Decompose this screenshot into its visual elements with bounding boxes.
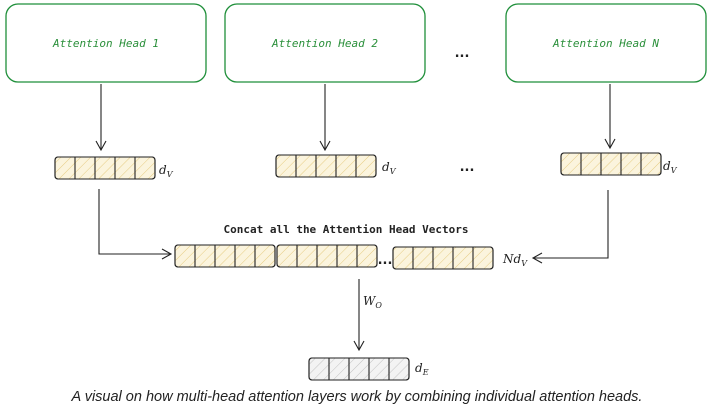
output-dim-sub: E [422,368,429,377]
output-dim-label: dE [415,361,429,377]
output-vector [308,357,410,381]
head-2-dim-label: dV [382,160,397,176]
concat-vector: ... [174,244,494,270]
head-1-dim-sub: V [167,170,174,179]
concat-label: Concat all the Attention Head Vectors [223,223,468,236]
head-2-output-vector [275,154,377,178]
heads-ellipsis: ... [455,46,470,61]
head-1-output-vector [54,156,156,180]
concat-dim-label: NdV [502,252,528,268]
head-2-dim-base: d [382,160,390,174]
concat-ellipsis: ... [378,253,393,268]
weight-label: WO [363,294,382,310]
head-n-dim-label: dV [663,159,678,175]
attention-head-n-label: Attention Head N [552,37,659,50]
arrow-vector1-to-concat [98,189,173,260]
figure-caption: A visual on how multi-head attention lay… [71,389,643,405]
concat-segment-n [392,246,494,270]
head-n-dim-base: d [663,159,671,173]
weight-base: W [363,294,377,308]
attention-head-2: Attention Head 2 [224,3,426,83]
concat-dim-base: d [514,252,522,266]
output-dim-base: d [415,361,423,375]
attention-head-n: Attention Head N [505,3,707,83]
vectors-ellipsis: ... [460,160,475,175]
concat-dim-sub: V [521,259,528,268]
head-n-dim-sub: V [671,166,678,175]
head-2-dim-sub: V [390,167,397,176]
attention-head-1-label: Attention Head 1 [52,37,159,50]
concat-segment-1 [174,244,276,268]
attention-head-1: Attention Head 1 [5,3,207,83]
arrow-vectorn-to-concat [531,190,609,264]
attention-head-2-label: Attention Head 2 [271,37,378,50]
head-1-dim-label: dV [159,163,174,179]
weight-sub: O [375,301,382,310]
head-n-output-vector [560,152,662,176]
concat-dim-coef: N [502,252,514,266]
concat-segment-2 [276,244,378,268]
head-1-dim-base: d [159,163,167,177]
